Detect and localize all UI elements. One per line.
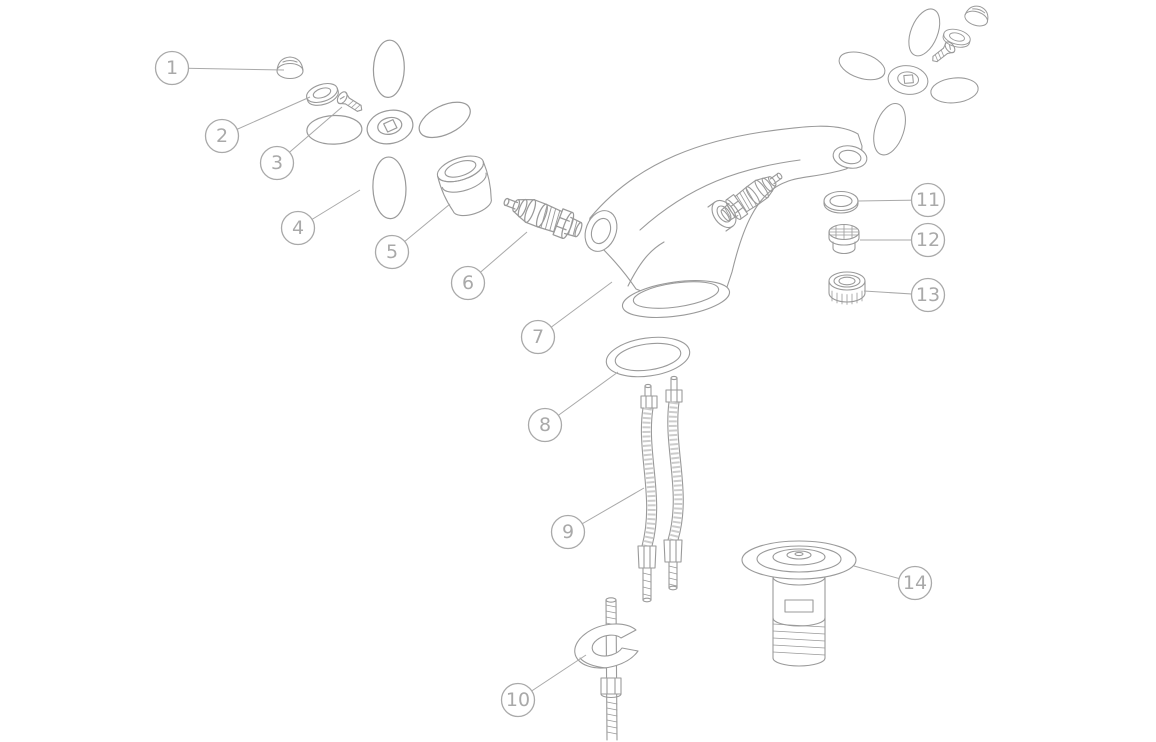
part-1-index-cap <box>276 56 304 80</box>
part-12-aerator-insert <box>828 223 860 255</box>
part-11-washer <box>823 190 859 214</box>
callout-circle <box>910 182 946 218</box>
part-7-tap-body <box>584 125 868 318</box>
callout-8: 8 <box>527 371 619 443</box>
callout-number: 6 <box>462 272 474 294</box>
callout-12: 12 <box>860 222 946 258</box>
callout-5: 5 <box>374 203 451 270</box>
right-index-cap <box>962 2 992 30</box>
callout-circle <box>280 210 316 246</box>
callout-circle <box>374 234 410 270</box>
part-13-aerator-housing <box>828 271 866 305</box>
callout-circle <box>910 277 946 313</box>
callout-6: 6 <box>450 231 528 301</box>
callout-circle <box>154 50 190 86</box>
part-5-handle-shroud <box>436 155 492 217</box>
callout-13: 13 <box>863 277 946 313</box>
callout-number: 13 <box>916 284 940 306</box>
callout-14: 14 <box>853 565 933 601</box>
callout-number: 14 <box>903 572 927 594</box>
callout-circle <box>204 118 240 154</box>
callout-3: 3 <box>259 106 343 181</box>
callout-number: 11 <box>916 189 940 211</box>
callout-number: 10 <box>506 689 530 711</box>
part-8-o-ring <box>605 336 691 378</box>
callout-number: 8 <box>539 414 551 436</box>
callout-circle <box>450 265 486 301</box>
callout-number: 3 <box>271 152 283 174</box>
callout-number: 7 <box>532 326 544 348</box>
callout-1: 1 <box>154 50 285 86</box>
part-2-washer <box>303 79 342 110</box>
callout-7: 7 <box>520 281 613 355</box>
callout-number: 9 <box>562 521 574 543</box>
part-14-basin-waste <box>741 540 857 667</box>
callout-11: 11 <box>857 182 946 218</box>
part-6-valve-cartridge <box>498 187 587 244</box>
callout-4: 4 <box>280 189 361 246</box>
callouts: 1 2 3 4 5 6 7 <box>154 50 946 718</box>
callout-number: 5 <box>386 241 398 263</box>
callout-circle <box>550 514 586 550</box>
callout-number: 1 <box>166 57 178 79</box>
callout-circle <box>500 682 536 718</box>
callout-9: 9 <box>550 487 645 550</box>
leader-line <box>171 67 285 71</box>
callout-circle <box>520 319 556 355</box>
callout-number: 4 <box>292 217 304 239</box>
part-9-flexible-hoses <box>637 375 684 603</box>
callout-circle <box>897 565 933 601</box>
part-3-handle-screw <box>334 89 366 117</box>
part-10-fixing-kit <box>574 597 639 741</box>
callout-2: 2 <box>204 96 311 154</box>
callout-circle <box>259 145 295 181</box>
callout-circle <box>527 407 563 443</box>
callout-number: 12 <box>916 229 940 251</box>
callout-number: 2 <box>216 125 228 147</box>
right-handle-washer <box>940 26 973 51</box>
callout-circle <box>910 222 946 258</box>
callout-10: 10 <box>500 654 587 718</box>
